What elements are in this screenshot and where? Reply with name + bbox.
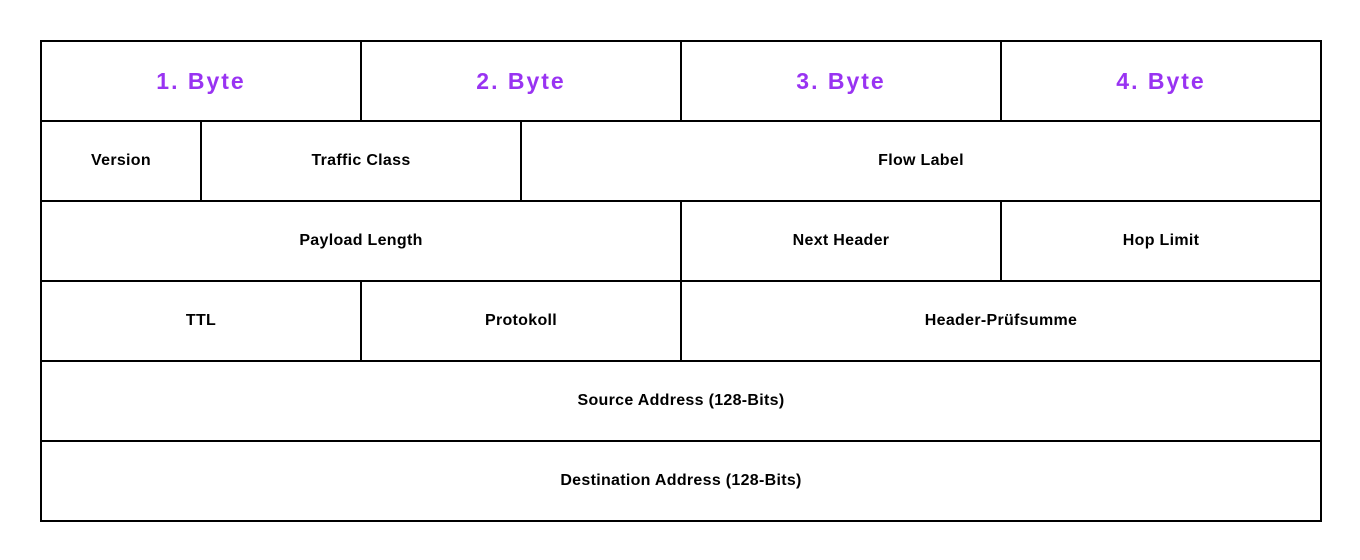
byte-header-4: 4. Byte bbox=[1000, 40, 1320, 120]
field-protokoll: Protokoll bbox=[360, 280, 680, 360]
field-header-pruefsumme: Header-Prüfsumme bbox=[680, 280, 1320, 360]
header-field-table: 1. Byte 2. Byte 3. Byte 4. Byte Version … bbox=[40, 40, 1322, 522]
field-next-header: Next Header bbox=[680, 200, 1000, 280]
byte-header-2: 2. Byte bbox=[360, 40, 680, 120]
field-source-address: Source Address (128-Bits) bbox=[40, 360, 1320, 440]
byte-header-1: 1. Byte bbox=[40, 40, 360, 120]
field-destination-address: Destination Address (128-Bits) bbox=[40, 440, 1320, 520]
field-hop-limit: Hop Limit bbox=[1000, 200, 1320, 280]
field-payload-length: Payload Length bbox=[40, 200, 680, 280]
byte-header-3: 3. Byte bbox=[680, 40, 1000, 120]
field-flow-label: Flow Label bbox=[520, 120, 1320, 200]
field-version: Version bbox=[40, 120, 200, 200]
field-ttl: TTL bbox=[40, 280, 360, 360]
field-traffic-class: Traffic Class bbox=[200, 120, 520, 200]
